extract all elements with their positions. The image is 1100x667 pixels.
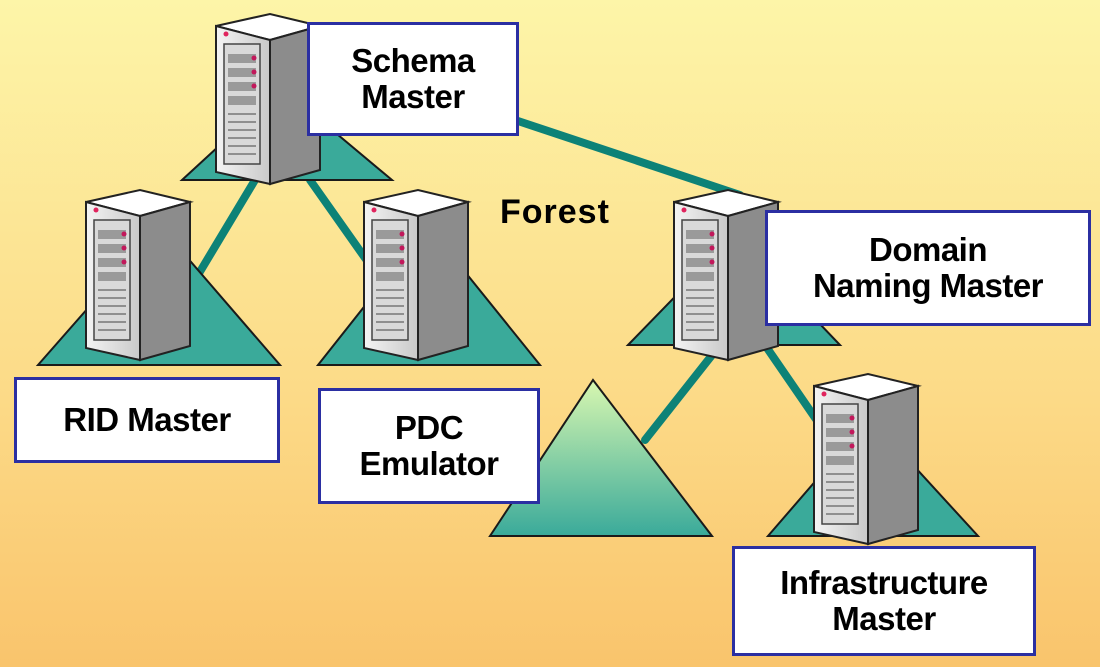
infrastructure-master-label: Infrastructure Master [732,546,1036,656]
connector-schema-pdc [306,176,374,269]
connector-schema-domain-naming [511,116,744,199]
connector-schema-rid [191,176,259,284]
server-icon [813,373,919,545]
pdc-emulator-label: PDC Emulator [318,388,540,504]
server-icon [85,189,191,361]
domain-triangle-icon [488,378,715,537]
server-icon [363,189,469,361]
schema-master-label: Schema Master [307,22,519,136]
connector-lines [191,116,824,444]
rid-master-label: RID Master [14,377,280,463]
domain-naming-master-label: Domain Naming Master [765,210,1091,326]
forest-label: Forest [500,193,610,231]
connector-domain-naming-infrastructure [761,341,824,429]
server-icon [215,13,321,185]
server-icon [673,189,779,361]
connector-domain-naming-child [641,341,724,444]
